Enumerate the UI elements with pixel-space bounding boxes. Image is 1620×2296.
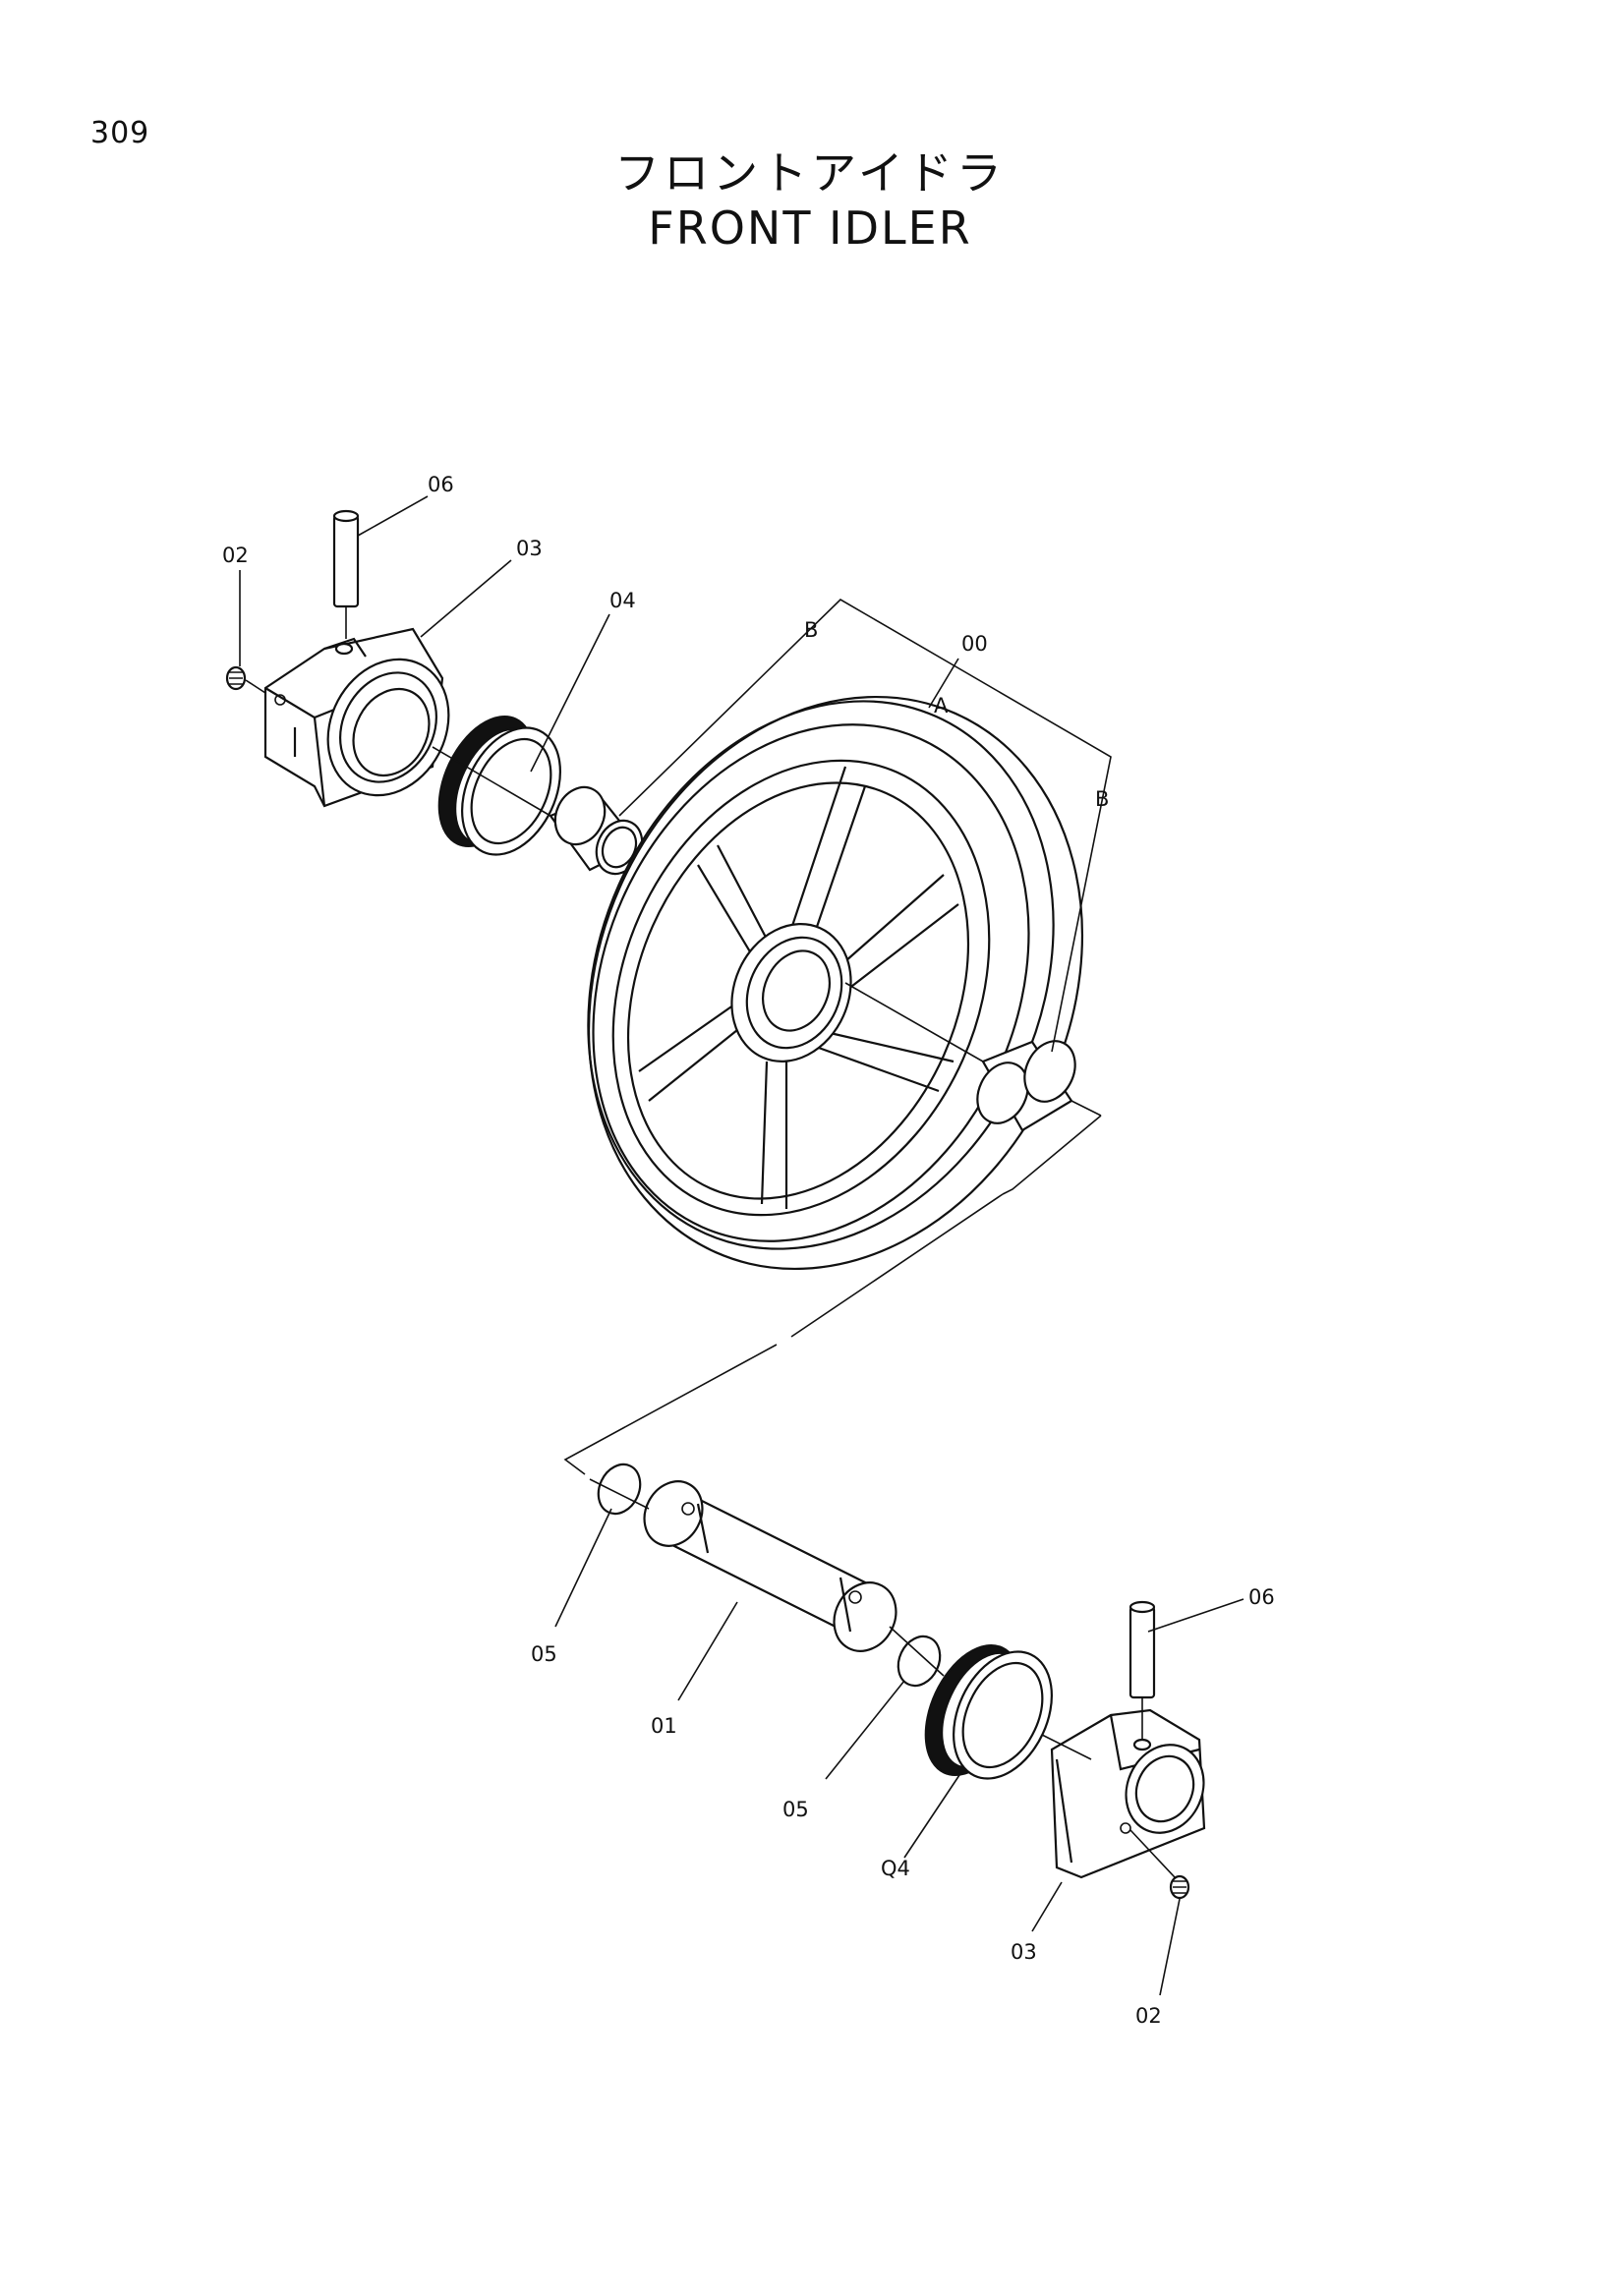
callout-lower-01: 01	[651, 1714, 677, 1738]
left-o-ring-part	[597, 1463, 642, 1516]
callout-group-b-top: B	[804, 618, 818, 642]
middle-o-ring-part	[897, 1635, 942, 1688]
lower-bracket-part	[1050, 1708, 1206, 1879]
callout-lower-04: Q4	[881, 1857, 910, 1880]
upper-bushing-part	[549, 785, 644, 876]
callout-upper-02: 02	[222, 544, 249, 567]
page-number: 309	[90, 116, 150, 150]
upper-seal-part	[437, 716, 561, 856]
lower-seal-part	[924, 1644, 1053, 1780]
lower-plug-part	[1129, 1829, 1190, 1900]
callout-assembly-a: A	[934, 694, 949, 718]
upper-bracket-part	[263, 627, 450, 808]
idler-wheel-part	[587, 695, 1084, 1271]
title-english: FRONT IDLER	[648, 201, 972, 255]
callout-lower-05-left: 05	[531, 1642, 557, 1666]
lower-pin-part	[1128, 1600, 1156, 1740]
callout-group-b-right: B	[1095, 787, 1109, 811]
leader-lines	[239, 495, 1244, 1996]
callout-assembly-00: 00	[961, 632, 988, 656]
callout-upper-03: 03	[516, 537, 543, 560]
callout-lower-05-mid: 05	[782, 1798, 809, 1821]
callout-upper-06: 06	[428, 473, 454, 496]
callout-lower-03: 03	[1011, 1940, 1037, 1964]
group-b-bracket-lines	[563, 599, 1112, 1475]
right-bushing-part	[976, 1040, 1076, 1132]
callout-lower-06: 06	[1248, 1585, 1275, 1609]
callout-lower-02: 02	[1135, 2004, 1162, 2028]
upper-plug-part	[225, 665, 266, 694]
upper-pin-part	[332, 509, 360, 639]
title-japanese: フロントアイドラ	[614, 146, 1006, 200]
callout-upper-04: 04	[609, 589, 636, 612]
callout-labels: 06 02 03 04 B 00 A B 06 05 01 05 Q4 03 0…	[222, 473, 1275, 2028]
shaft-part	[643, 1480, 897, 1652]
